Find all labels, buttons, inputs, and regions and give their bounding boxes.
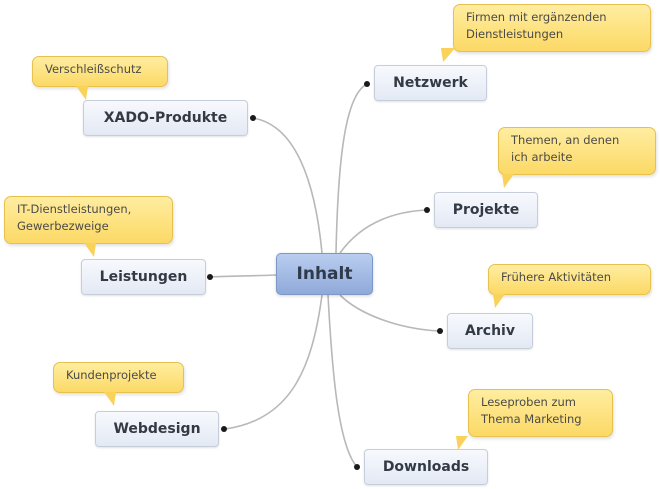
- connector-dot: [437, 328, 443, 334]
- connector-netzwerk: [335, 83, 368, 254]
- connector-xado: [252, 117, 323, 254]
- topic-label: Projekte: [452, 202, 520, 218]
- note-it-dienstleistungen: IT-Dienstleistungen, Gewerbezweige: [4, 196, 173, 244]
- topic-label: Netzwerk: [393, 75, 468, 91]
- note-themen: Themen, an denen ich arbeite: [498, 127, 656, 175]
- connector-dot: [364, 81, 370, 87]
- note-tail: [493, 294, 505, 308]
- note-tail: [76, 86, 88, 100]
- topic-label: Downloads: [382, 459, 470, 475]
- center-node-label: Inhalt: [296, 264, 353, 284]
- connector-downloads: [327, 294, 358, 468]
- topic-label: XADO-Produkte: [103, 110, 228, 126]
- connector-dot: [207, 274, 213, 280]
- note-tail: [104, 392, 116, 406]
- note-leseproben: Leseproben zum Thema Marketing: [468, 389, 613, 437]
- topic-webdesign[interactable]: Webdesign: [95, 411, 219, 447]
- topic-netzwerk[interactable]: Netzwerk: [374, 65, 487, 101]
- connector-webdesign: [224, 294, 323, 430]
- note-tail: [502, 174, 514, 188]
- topic-downloads[interactable]: Downloads: [364, 449, 488, 485]
- connector-projekte: [339, 209, 427, 254]
- connector-dot: [354, 464, 360, 470]
- topic-leistungen[interactable]: Leistungen: [81, 259, 206, 295]
- note-tail: [440, 48, 456, 62]
- topic-label: Leistungen: [99, 269, 188, 285]
- note-tail: [84, 243, 96, 257]
- connector-dot: [221, 426, 227, 432]
- connector-dot: [250, 115, 256, 121]
- connector-leistungen: [209, 274, 278, 278]
- topic-label: Webdesign: [113, 421, 201, 437]
- topic-projekte[interactable]: Projekte: [434, 192, 538, 228]
- note-kundenprojekte: Kundenprojekte: [53, 362, 184, 393]
- note-tail: [456, 436, 468, 450]
- connector-dot: [424, 207, 430, 213]
- topic-label: Archiv: [465, 323, 515, 339]
- center-node-inhalt[interactable]: Inhalt: [276, 253, 373, 295]
- note-firmen: Firmen mit ergänzenden Dienstleistungen: [453, 4, 651, 52]
- topic-xado-produkte[interactable]: XADO-Produkte: [83, 100, 248, 136]
- topic-archiv[interactable]: Archiv: [447, 313, 533, 349]
- note-verschleissschutz: Verschleißschutz: [32, 56, 168, 87]
- connector-archiv: [339, 294, 440, 332]
- note-fruehere-aktivitaeten: Frühere Aktivitäten: [488, 264, 651, 295]
